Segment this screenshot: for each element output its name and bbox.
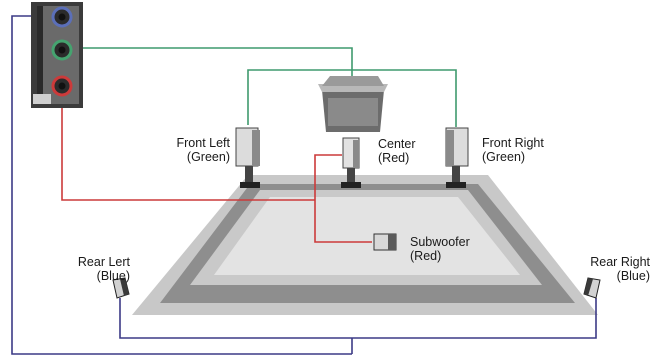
front-speaker-wire [78,47,353,78]
front-right-label: Front Right (Green) [482,136,544,164]
rear-left-name: Rear Lert [77,255,130,269]
rear-left-jack: (Blue) [96,269,130,283]
center-label: Center (Red) [378,137,416,165]
rear-left-label: Rear Lert (Blue) [40,255,130,283]
rear-right-speaker-icon [583,277,601,299]
subwoofer-label: Subwoofer (Red) [410,235,470,263]
rear-right-jack: (Blue) [616,269,650,283]
rear-right-name: Rear Right [590,255,650,269]
audio-jack-panel [31,2,83,108]
front-split-wire [247,69,457,127]
center-branch-wire [314,154,342,200]
subwoofer-jack: (Red) [410,249,442,263]
front-left-label: Front Left (Green) [138,136,231,164]
rear-split-wire [119,298,597,339]
monitor-icon [318,76,388,132]
front-left-jack: (Green) [186,150,230,164]
rear-right-label: Rear Right (Blue) [556,255,650,283]
floor-inner [214,197,520,275]
front-left-name: Front Left [176,136,231,150]
front-right-jack: (Green) [482,150,526,164]
subwoofer-icon [373,233,397,251]
rear-speaker-wire [11,15,352,355]
front-right-name: Front Right [482,136,544,150]
rear-left-speaker-icon [112,277,130,299]
center-name: Center [378,137,416,151]
front-left-speaker-icon [235,127,260,188]
center-speaker-icon [341,137,361,188]
subwoofer-name: Subwoofer [410,235,470,249]
center-jack: (Red) [378,151,410,165]
center-sub-wire [61,86,315,201]
front-right-speaker-icon [445,127,469,188]
sub-branch-wire [314,200,372,243]
